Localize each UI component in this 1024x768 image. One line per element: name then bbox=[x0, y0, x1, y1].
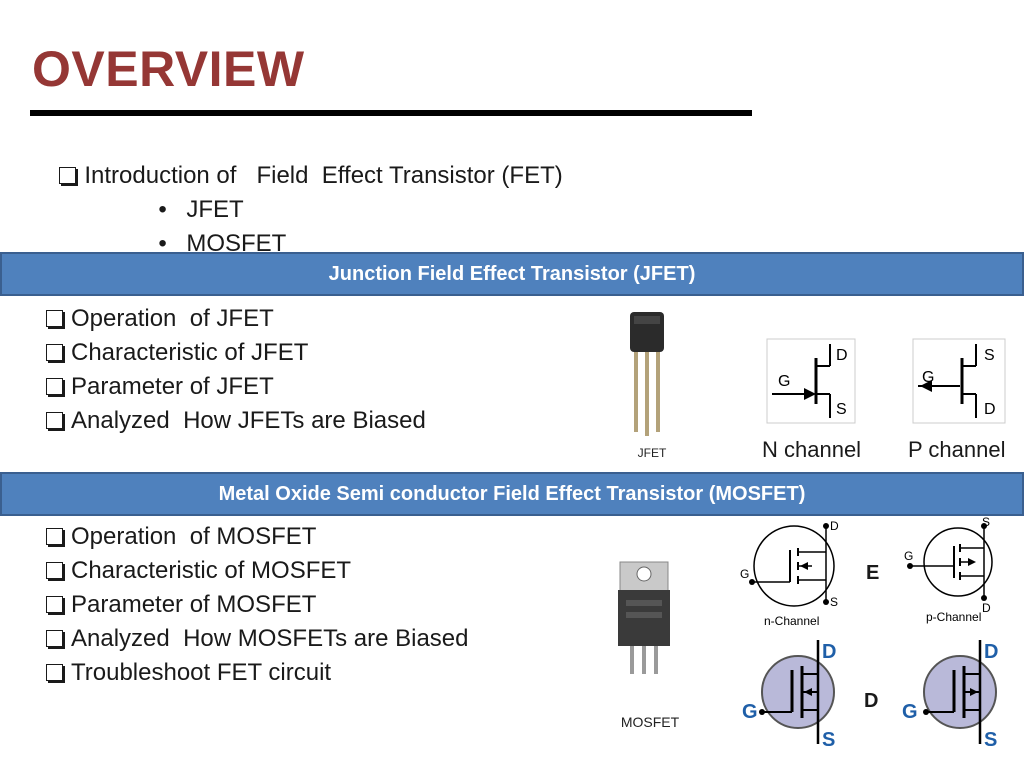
list-item: Characteristic of MOSFET bbox=[46, 557, 351, 585]
p-channel-jfet-symbol: G S D bbox=[912, 338, 1006, 424]
list-item-label: Parameter of JFET bbox=[71, 373, 274, 400]
p-channel-caption: P channel bbox=[908, 437, 1006, 462]
source-label: S bbox=[984, 347, 995, 364]
list-item-label: Characteristic of MOSFET bbox=[71, 557, 352, 584]
checkbox-bullet-icon bbox=[59, 167, 77, 184]
jfet-section-banner: Junction Field Effect Transistor (JFET) bbox=[0, 252, 1024, 296]
n-channel-caption: n-Channel bbox=[764, 614, 819, 628]
page-title: OVERVIEW bbox=[32, 41, 305, 97]
list-item-label: Analyzed How MOSFETs are Biased bbox=[71, 625, 469, 652]
jfet-photo-label: JFET bbox=[638, 446, 667, 460]
drain-label: D bbox=[984, 641, 998, 663]
drain-label: D bbox=[822, 641, 836, 663]
mosfet-section-banner: Metal Oxide Semi conductor Field Effect … bbox=[0, 472, 1024, 516]
drain-label: D bbox=[984, 401, 996, 418]
n-channel-caption: N channel bbox=[762, 437, 862, 462]
drain-label: D bbox=[830, 519, 839, 533]
source-label: S bbox=[822, 729, 835, 751]
intro-heading-line: Introduction of Field Effect Transistor … bbox=[46, 134, 563, 190]
list-item: Operation of JFET bbox=[46, 305, 274, 333]
drain-label: D bbox=[836, 347, 848, 364]
depletion-n-channel-mosfet-symbol: G D S bbox=[742, 640, 836, 751]
gate-label: G bbox=[740, 567, 749, 581]
checkbox-bullet-icon bbox=[46, 310, 63, 327]
gate-label: G bbox=[742, 701, 758, 723]
checkbox-bullet-icon bbox=[46, 378, 63, 395]
intro-bullet-jfet: • JFET bbox=[145, 168, 244, 224]
list-item-label: Parameter of MOSFET bbox=[71, 591, 317, 618]
list-item-label: Operation of JFET bbox=[71, 305, 274, 332]
bullet-dot-icon: • bbox=[158, 230, 167, 257]
source-label: S bbox=[982, 515, 990, 529]
bullet-dot-icon: • bbox=[158, 196, 167, 223]
list-item-label: Operation of MOSFET bbox=[71, 523, 317, 550]
list-item: Operation of MOSFET bbox=[46, 523, 316, 551]
enhancement-label: E bbox=[866, 562, 880, 584]
checkbox-bullet-icon bbox=[46, 630, 63, 647]
checkbox-bullet-icon bbox=[46, 562, 63, 579]
list-item-label: Analyzed How JFETs are Biased bbox=[71, 407, 426, 434]
checkbox-bullet-icon bbox=[46, 344, 63, 361]
mosfet-photo-label: MOSFET bbox=[621, 714, 680, 730]
source-label: S bbox=[984, 729, 997, 751]
source-label: S bbox=[830, 595, 838, 609]
list-item: Parameter of JFET bbox=[46, 373, 274, 401]
list-item-label: Characteristic of JFET bbox=[71, 339, 309, 366]
enhancement-p-channel-mosfet-symbol: G S D p-Channel bbox=[904, 515, 993, 624]
n-channel-jfet-symbol: G D S bbox=[766, 338, 856, 424]
depletion-label: D bbox=[864, 690, 879, 712]
list-item: Analyzed How MOSFETs are Biased bbox=[46, 625, 469, 653]
enhancement-n-channel-mosfet-symbol: G D S n-Channel bbox=[740, 519, 839, 628]
intro-bullet-mosfet: •MOSFET bbox=[145, 202, 286, 258]
intro-bullet-label: JFET bbox=[186, 196, 244, 223]
list-item: Troubleshoot FET circuit bbox=[46, 659, 331, 687]
mosfet-photo: MOSFET bbox=[618, 561, 680, 730]
list-item: Parameter of MOSFET bbox=[46, 591, 316, 619]
gate-label: G bbox=[778, 373, 790, 390]
jfet-photo: JFET bbox=[582, 300, 716, 468]
list-item-label: Troubleshoot FET circuit bbox=[71, 659, 332, 686]
checkbox-bullet-icon bbox=[46, 412, 63, 429]
p-channel-caption: p-Channel bbox=[926, 610, 981, 624]
gate-label: G bbox=[922, 369, 934, 386]
list-item: Analyzed How JFETs are Biased bbox=[46, 407, 426, 435]
drain-label: D bbox=[982, 601, 991, 615]
list-item: Characteristic of JFET bbox=[46, 339, 308, 367]
checkbox-bullet-icon bbox=[46, 596, 63, 613]
intro-heading: Introduction of Field Effect Transistor … bbox=[84, 162, 563, 189]
checkbox-bullet-icon bbox=[46, 664, 63, 681]
checkbox-bullet-icon bbox=[46, 528, 63, 545]
gate-label: G bbox=[902, 701, 918, 723]
gate-label: G bbox=[904, 549, 913, 563]
title-underline bbox=[30, 110, 752, 116]
depletion-p-channel-mosfet-symbol: G D S bbox=[902, 640, 998, 751]
source-label: S bbox=[836, 401, 847, 418]
